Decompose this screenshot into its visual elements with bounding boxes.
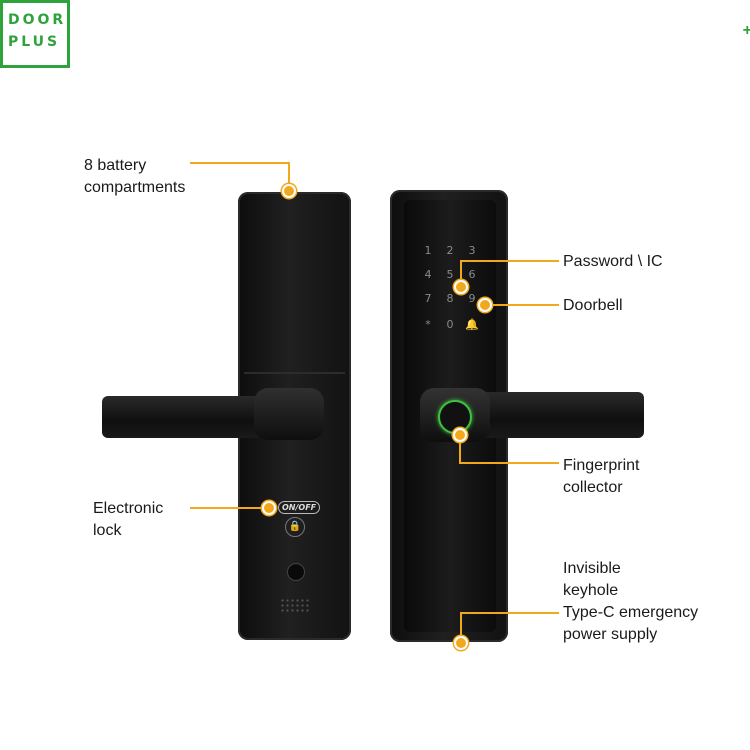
fingerprint-label-line1: Fingerprint [563,457,640,474]
doorbell-leader-line [488,304,559,306]
brand-logo: DOOR PLUS + [0,0,750,68]
keypad-key[interactable]: 9 [468,292,476,305]
back-handle-rosette [254,388,324,440]
keyhole-label-line4: power supply [563,626,658,643]
doorbell-key-icon[interactable]: 🔔 [465,318,479,331]
keypad-key[interactable]: 7 [424,292,432,305]
password-leader-line-v [460,260,462,282]
doorbell-label: Doorbell [563,297,623,314]
thumb-turn-knob[interactable] [287,563,305,581]
keyhole-label: Invisible keyhole Type-C emergency power… [563,558,698,646]
keyhole-marker-dot [454,636,468,650]
battery-leader-line [190,162,289,164]
keyhole-leader-line-v [460,612,462,638]
lock-button-icon[interactable]: 🔒 [285,517,305,537]
keyhole-label-line2: keyhole [563,582,619,599]
keypad-key[interactable]: 4 [424,268,432,281]
onoff-switch-label: ON/OFF [278,501,321,514]
electronic-lock-label-line2: lock [93,522,122,539]
front-lever-handle [470,392,644,438]
electronic-lock-marker-dot [262,501,276,515]
keypad-key[interactable]: 5 [446,268,454,281]
battery-label-line1: 8 battery [84,157,147,174]
fingerprint-label: Fingerprint collector [563,455,639,499]
keypad-key[interactable]: 2 [446,244,454,257]
keyhole-label-line1: Invisible [563,560,621,577]
fingerprint-marker-dot [453,428,467,442]
battery-marker-dot [282,184,296,198]
logo-text-line2: PLUS [8,34,61,50]
electronic-lock-label: Electronic lock [93,498,163,542]
keypad-key[interactable]: 8 [446,292,454,305]
password-marker-dot [454,280,468,294]
battery-label-line2: compartments [84,179,186,196]
logo-text-line1: DOOR [8,12,67,28]
password-leader-line [461,260,559,262]
keypad-key[interactable]: 1 [424,244,432,257]
electronic-lock-label-line1: Electronic [93,500,164,517]
back-lever-handle [102,396,272,438]
fingerprint-leader-line-v [459,436,461,464]
fingerprint-label-line2: collector [563,479,623,496]
battery-cover-seam [244,372,345,374]
keypad-key[interactable]: 3 [468,244,476,257]
keyhole-leader-line [461,612,559,614]
doorbell-marker-dot [478,298,492,312]
keypad-key[interactable]: 0 [446,318,454,331]
logo-plus: + [742,22,750,39]
speaker-grille [280,598,310,612]
battery-label: 8 battery compartments [84,155,185,199]
keypad-key[interactable]: * [425,318,431,331]
password-label: Password \ IC [563,253,663,270]
keypad-key[interactable]: 6 [468,268,476,281]
electronic-lock-leader-line [190,507,268,509]
keyhole-label-line3: Type-C emergency [563,604,699,621]
fingerprint-leader-line [459,462,559,464]
battery-leader-line-v [288,162,290,190]
